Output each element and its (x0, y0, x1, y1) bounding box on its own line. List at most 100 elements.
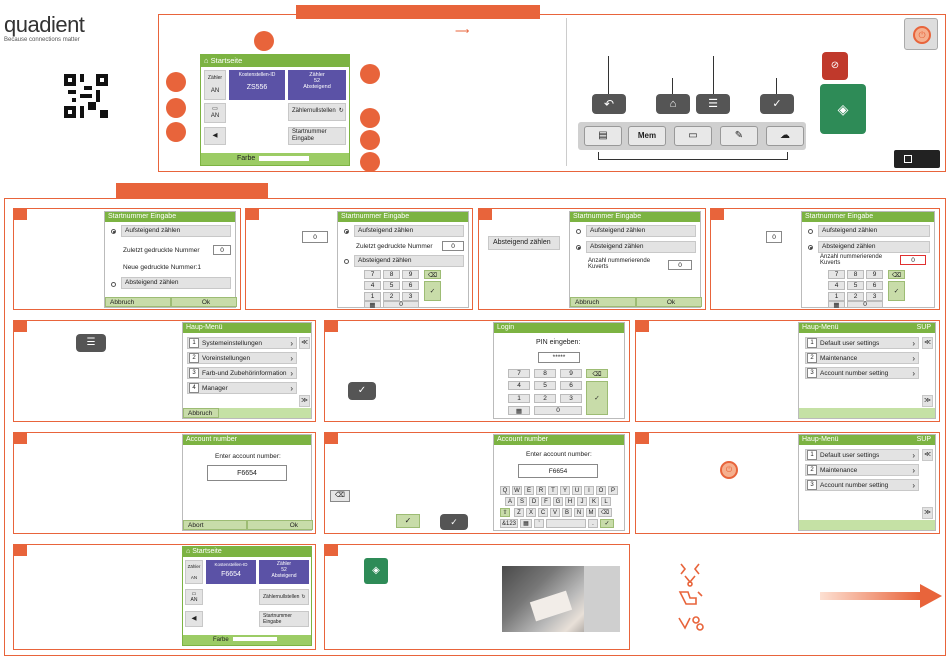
key[interactable]: 1 (828, 292, 845, 301)
fn-key-4[interactable]: ✎ (720, 126, 758, 146)
reset-counter-button[interactable]: Zählernullstellen↻ (288, 103, 346, 121)
power-button[interactable]: ⏻ (904, 18, 938, 50)
ok-key[interactable]: ✓ (760, 94, 794, 114)
key[interactable]: 6 (560, 381, 582, 390)
key[interactable]: 1 (508, 394, 530, 403)
radio-down[interactable] (576, 245, 581, 250)
confirm-key[interactable]: ✓ (586, 381, 608, 415)
keyboard-key[interactable]: U (572, 486, 582, 495)
key[interactable]: 7 (828, 270, 845, 279)
keyboard-key[interactable]: R (536, 486, 546, 495)
keyboard-key[interactable]: B (562, 508, 572, 517)
symbols-key[interactable]: &123 (500, 519, 518, 528)
keyboard-key[interactable]: ▦ (364, 301, 381, 309)
start-number-button[interactable]: Startnummer Eingabe (288, 127, 346, 145)
keyboard-key[interactable]: M (586, 508, 596, 517)
fn-key-5[interactable]: ☁ (766, 126, 804, 146)
fn-key-3[interactable]: ▭ (674, 126, 712, 146)
key[interactable]: 9 (402, 270, 419, 279)
keyboard-key[interactable]: Y (560, 486, 570, 495)
ok-button[interactable]: Ok (636, 297, 702, 307)
scroll-up-button[interactable]: ≪ (922, 449, 933, 461)
radio-down[interactable] (344, 259, 349, 264)
opt-up[interactable]: Aufsteigend zählen (121, 225, 231, 237)
opt-up[interactable]: Aufsteigend zählen (586, 225, 696, 237)
start-number-button[interactable]: Startnummer Eingabe (259, 611, 309, 627)
key[interactable]: 8 (534, 369, 556, 378)
back-key[interactable]: ↶ (592, 94, 626, 114)
confirm-key[interactable]: ✓ (424, 281, 441, 301)
keyboard-key[interactable]: F (541, 497, 551, 506)
keyboard-key[interactable]: K (589, 497, 599, 506)
print-an-toggle[interactable]: ▭AN (185, 589, 203, 605)
radio-up[interactable] (111, 229, 116, 234)
opt-down[interactable]: Absteigend zählen (121, 277, 231, 289)
opt-down[interactable]: Absteigend zählen (818, 241, 930, 253)
opt-down[interactable]: Absteigend zählen (354, 255, 464, 267)
main-switch[interactable] (894, 150, 940, 168)
key[interactable]: 0 (534, 406, 582, 415)
key[interactable]: 0 (383, 301, 419, 308)
key[interactable]: 9 (866, 270, 883, 279)
keyboard-key[interactable]: N (574, 508, 584, 517)
space-key[interactable] (546, 519, 586, 528)
key[interactable]: 4 (828, 281, 845, 290)
backspace-key[interactable]: ⌫ (586, 369, 608, 378)
backspace-key[interactable]: ⌫ (888, 270, 905, 279)
confirm-key[interactable]: ✓ (888, 281, 905, 301)
start-button[interactable]: ◈ (820, 84, 866, 134)
ok-button[interactable]: Ok (171, 297, 237, 307)
radio-up[interactable] (576, 229, 581, 234)
opt-up[interactable]: Aufsteigend zählen (818, 225, 930, 237)
key[interactable]: 4 (508, 381, 530, 390)
keyboard-key[interactable]: G (553, 497, 563, 506)
keyboard-key[interactable]: W (512, 486, 522, 495)
fn-key-1[interactable]: ▤ (584, 126, 622, 146)
radio-down[interactable] (808, 245, 813, 250)
key[interactable]: 8 (847, 270, 864, 279)
abort-button[interactable]: Abort (183, 520, 247, 530)
key[interactable]: 2 (534, 394, 556, 403)
scroll-up-button[interactable]: ≪ (922, 337, 933, 349)
scroll-down-button[interactable]: ≫ (922, 395, 933, 407)
last-field[interactable]: 0 (442, 241, 464, 251)
pin-field[interactable]: ***** (538, 352, 580, 363)
ok-button[interactable]: Ok (247, 520, 313, 530)
radio-down[interactable] (111, 282, 116, 287)
home-key[interactable]: ⌂ (656, 94, 690, 114)
keyboard-key[interactable]: X (526, 508, 536, 517)
account-field[interactable]: F6654 (518, 464, 598, 478)
key[interactable]: 7 (508, 369, 530, 378)
key[interactable]: 4 (364, 281, 381, 290)
last-field[interactable]: 0 (213, 245, 231, 255)
cancel-button[interactable]: Abbruch (570, 297, 636, 307)
scroll-up-button[interactable]: ≪ (299, 337, 310, 349)
keyboard-key[interactable]: V (550, 508, 560, 517)
account-field[interactable]: F6654 (207, 465, 287, 481)
period-key[interactable]: . (588, 519, 598, 528)
count-field[interactable]: 0 (668, 260, 692, 270)
shift-key[interactable]: ⇧ (500, 508, 510, 517)
backspace-key[interactable]: ⌫ (424, 270, 441, 279)
sound-button[interactable]: ◀ (204, 127, 226, 145)
keyboard-key[interactable]: L (601, 497, 611, 506)
keyboard-key[interactable]: ▦ (828, 301, 845, 309)
key[interactable]: 3 (866, 292, 883, 301)
keyboard-key[interactable]: P (608, 486, 618, 495)
keyboard-key[interactable]: H (565, 497, 575, 506)
stop-button[interactable]: ⊘ (822, 52, 848, 80)
key[interactable]: 1 (364, 292, 381, 301)
keyboard-key[interactable]: S (517, 497, 527, 506)
scroll-down-button[interactable]: ≫ (299, 395, 310, 407)
print-an-toggle[interactable]: ▭AN (204, 103, 226, 123)
